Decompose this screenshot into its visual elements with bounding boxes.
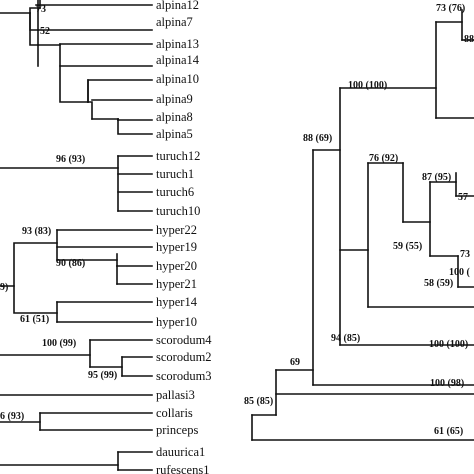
support-value: 73 (76) (436, 3, 465, 14)
support-value: 61 (65) (434, 426, 463, 437)
support-value: 52 (40, 26, 50, 37)
tip-label: alpina10 (156, 72, 199, 86)
tip-label: scorodum4 (156, 333, 212, 347)
tip-label: hyper14 (156, 295, 198, 309)
tip-label: alpina14 (156, 53, 200, 67)
support-value: 85 (85) (244, 396, 273, 407)
support-value: 9) (0, 282, 8, 293)
left-tree-branches (0, 0, 153, 471)
tip-label: alpina9 (156, 92, 193, 106)
tip-label: alpina12 (156, 0, 199, 12)
support-value: 93 (83) (22, 226, 51, 237)
support-value: 90 (86) (56, 258, 85, 269)
tip-label: turuch12 (156, 149, 200, 163)
support-value: 76 (92) (369, 153, 398, 164)
tip-label: collaris (156, 406, 193, 420)
support-value: 94 (85) (331, 333, 360, 344)
tip-label: hyper22 (156, 223, 197, 237)
tip-label: hyper19 (156, 240, 197, 254)
support-value: 96 (93) (56, 154, 85, 165)
support-value: 73 (36, 4, 46, 15)
support-value: 95 (99) (88, 370, 117, 381)
tip-label: princeps (156, 423, 198, 437)
left-tree-support-values: 73 52 96 (93) 93 (83) 90 (86) 9) 61 (51)… (0, 4, 117, 422)
tip-label: dauurica1 (156, 445, 205, 459)
tip-label: alpina5 (156, 127, 193, 141)
tip-label: pallasi3 (156, 388, 195, 402)
tip-label: alpina7 (156, 15, 193, 29)
tip-label: hyper20 (156, 259, 197, 273)
tip-label: alpina8 (156, 110, 193, 124)
support-value: 88 (464, 34, 474, 45)
support-value: 100 (100) (429, 339, 468, 350)
support-value: 88 (69) (303, 133, 332, 144)
tip-label: scorodum2 (156, 350, 212, 364)
support-value: 73 (460, 249, 470, 260)
right-tree-support-values: 73 (76) 88 100 (100) 88 (69) 76 (92) 87 … (244, 3, 474, 437)
tip-label: rufescens1 (156, 463, 209, 474)
tip-label: hyper10 (156, 315, 197, 329)
support-value: 100 (99) (42, 338, 76, 349)
support-value: 100 (100) (348, 80, 387, 91)
support-value: 87 (95) (422, 172, 451, 183)
right-tree-branches (251, 9, 474, 441)
support-value: 57 (458, 192, 468, 203)
support-value: 6 (93) (0, 411, 24, 422)
support-value: 100 ( (449, 267, 471, 278)
support-value: 100 (98) (430, 378, 464, 389)
tip-label: turuch10 (156, 204, 200, 218)
tip-label: turuch1 (156, 167, 194, 181)
left-tree-tip-labels: alpina12 alpina7 alpina13 alpina14 alpin… (156, 0, 212, 474)
support-value: 58 (59) (424, 278, 453, 289)
tip-label: turuch6 (156, 185, 194, 199)
support-value: 69 (290, 357, 300, 368)
support-value: 61 (51) (20, 314, 49, 325)
support-value: 59 (55) (393, 241, 422, 252)
tip-label: hyper21 (156, 277, 197, 291)
tip-label: scorodum3 (156, 369, 212, 383)
tip-label: alpina13 (156, 37, 199, 51)
